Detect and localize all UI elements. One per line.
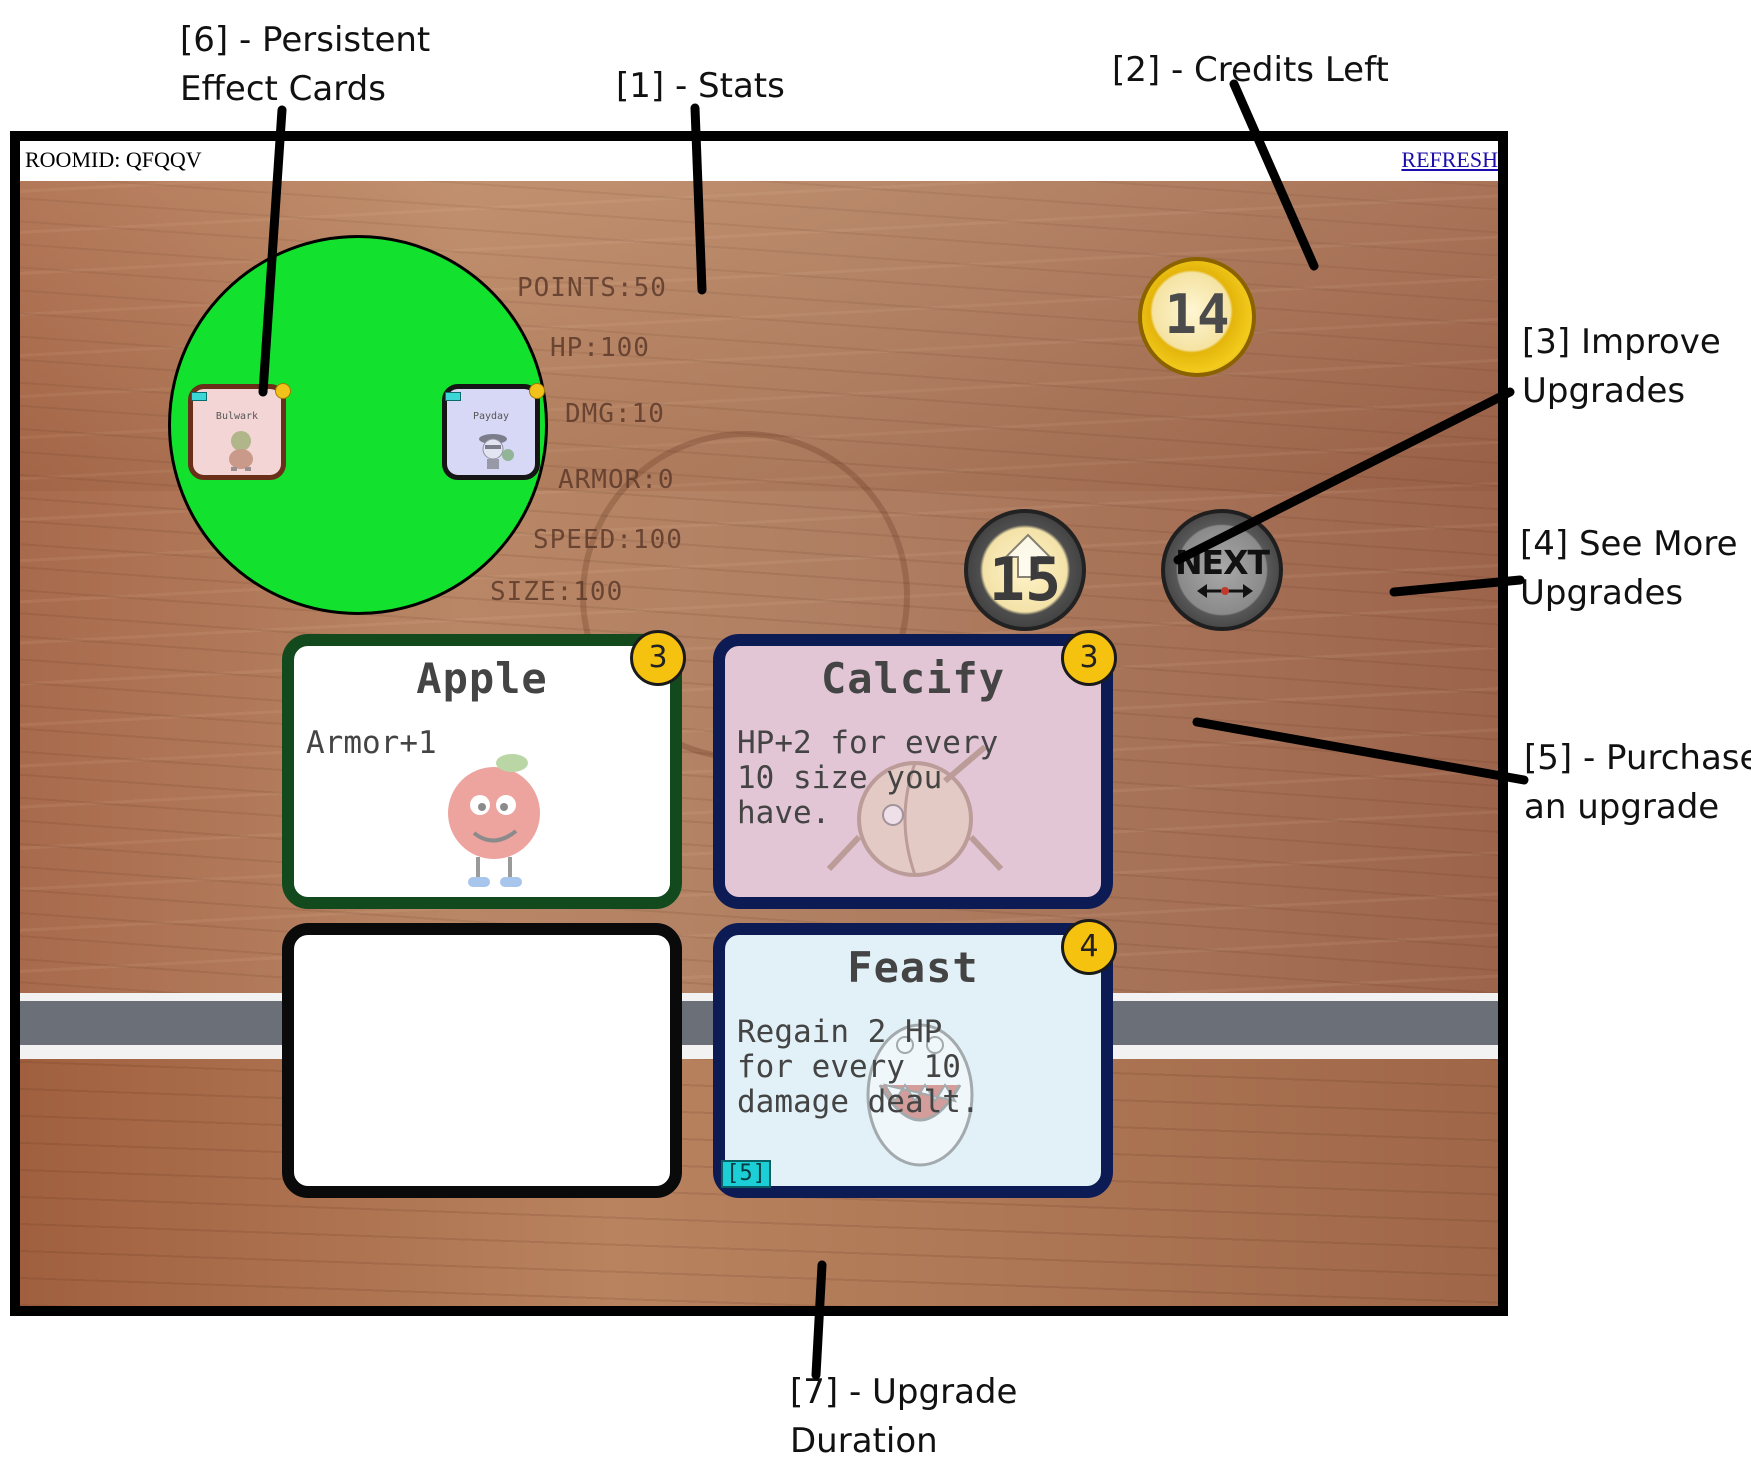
card-title: Apple: [416, 654, 548, 703]
callout-line: [1] - Stats: [616, 66, 785, 106]
stat-dmg: DMG:10: [565, 399, 665, 429]
callout-stats: [1] - Stats: [616, 62, 785, 111]
callout-line: Upgrades: [1522, 371, 1686, 411]
duration-tag: [191, 392, 207, 401]
game-frame: ROOMID: QFQQV REFRESH Bulwark Pay: [10, 131, 1508, 1316]
callout-line: [2] - Credits Left: [1112, 50, 1389, 90]
callout-line: [5] - Purchase: [1524, 738, 1751, 778]
credits-coin: 14: [1138, 257, 1256, 377]
upgrade-card-apple[interactable]: Apple Armor+1 3: [282, 630, 686, 909]
callout-line: Duration: [790, 1421, 938, 1461]
stat-points: POINTS:50: [517, 273, 667, 303]
card-description: Armor+1: [306, 725, 437, 761]
bulwark-creature-icon: [229, 431, 253, 471]
credits-value: 14: [1164, 283, 1230, 346]
persistent-card-payday[interactable]: Payday: [442, 383, 545, 480]
callout-line: [3] Improve: [1522, 322, 1721, 362]
card-cost-badge: 4: [1061, 919, 1117, 975]
callout-line: [4] See More: [1520, 524, 1738, 564]
card-title: Calcify: [820, 654, 1005, 703]
card-title: Feast: [847, 943, 979, 992]
up-arrow-icon: [1004, 533, 1052, 578]
stat-size: SIZE:100: [490, 577, 624, 607]
callout-persistent-effect-cards: [6] - Persistent Effect Cards: [180, 16, 430, 114]
card-description: Regain 2 HP for every 10 damage dealt.: [737, 1014, 980, 1120]
upgrade-card-empty-slot[interactable]: [282, 923, 682, 1198]
stat-hp: HP:100: [550, 333, 650, 363]
callout-line: Effect Cards: [180, 69, 386, 109]
callout-upgrade-duration: [7] - Upgrade Duration: [790, 1368, 1017, 1466]
upgrade-duration-badge: [5]: [721, 1160, 771, 1188]
upgrade-card-calcify[interactable]: Calcify HP+2 for every 10 size you have.…: [713, 630, 1117, 909]
card-cost-badge: 3: [630, 630, 686, 686]
chomper-creature-icon: [866, 1023, 974, 1167]
callout-improve-upgrades: [3] Improve Upgrades: [1522, 318, 1721, 416]
stat-armor: ARMOR:0: [558, 465, 675, 495]
card-cost-badge: 3: [1061, 630, 1117, 686]
callout-line: [6] - Persistent: [180, 20, 431, 60]
game-board: Bulwark Payday: [20, 181, 1498, 1306]
duration-tag: [445, 392, 461, 401]
room-id-label: ROOMID: QFQQV: [25, 147, 202, 172]
persistent-card-name: Bulwark: [215, 411, 259, 422]
cost-badge: [275, 383, 291, 399]
next-label: NEXT: [1174, 543, 1270, 582]
callout-credits-left: [2] - Credits Left: [1112, 46, 1389, 95]
next-upgrades-button[interactable]: NEXT: [1161, 509, 1283, 631]
refresh-link[interactable]: REFRESH: [1401, 147, 1498, 172]
improve-cost-value: 15: [988, 545, 1062, 615]
card-description: HP+2 for every 10 size you have.: [737, 725, 999, 831]
stat-speed: SPEED:100: [533, 525, 683, 555]
upgrade-card-feast[interactable]: Feast Regain 2 HP for every 10 damage de…: [713, 919, 1117, 1198]
callout-see-more-upgrades: [4] See More Upgrades: [1520, 520, 1737, 618]
callout-line: an upgrade: [1524, 787, 1720, 827]
persistent-card-name: Payday: [472, 411, 510, 422]
cost-badge: [529, 383, 545, 399]
callout-line: [7] - Upgrade: [790, 1372, 1018, 1412]
double-arrow-icon: [1197, 584, 1253, 598]
payday-creature-icon: [479, 434, 514, 469]
callout-purchase-upgrade: [5] - Purchase an upgrade: [1524, 734, 1751, 832]
bone-creature-icon: [826, 744, 1004, 877]
persistent-card-bulwark[interactable]: Bulwark: [188, 383, 291, 480]
top-bar: ROOMID: QFQQV REFRESH: [20, 141, 1498, 181]
player-circle: Bulwark Payday: [168, 235, 548, 615]
callout-line: Upgrades: [1520, 573, 1684, 613]
apple-character-icon: [448, 754, 540, 887]
improve-upgrades-button[interactable]: 15: [964, 509, 1086, 631]
